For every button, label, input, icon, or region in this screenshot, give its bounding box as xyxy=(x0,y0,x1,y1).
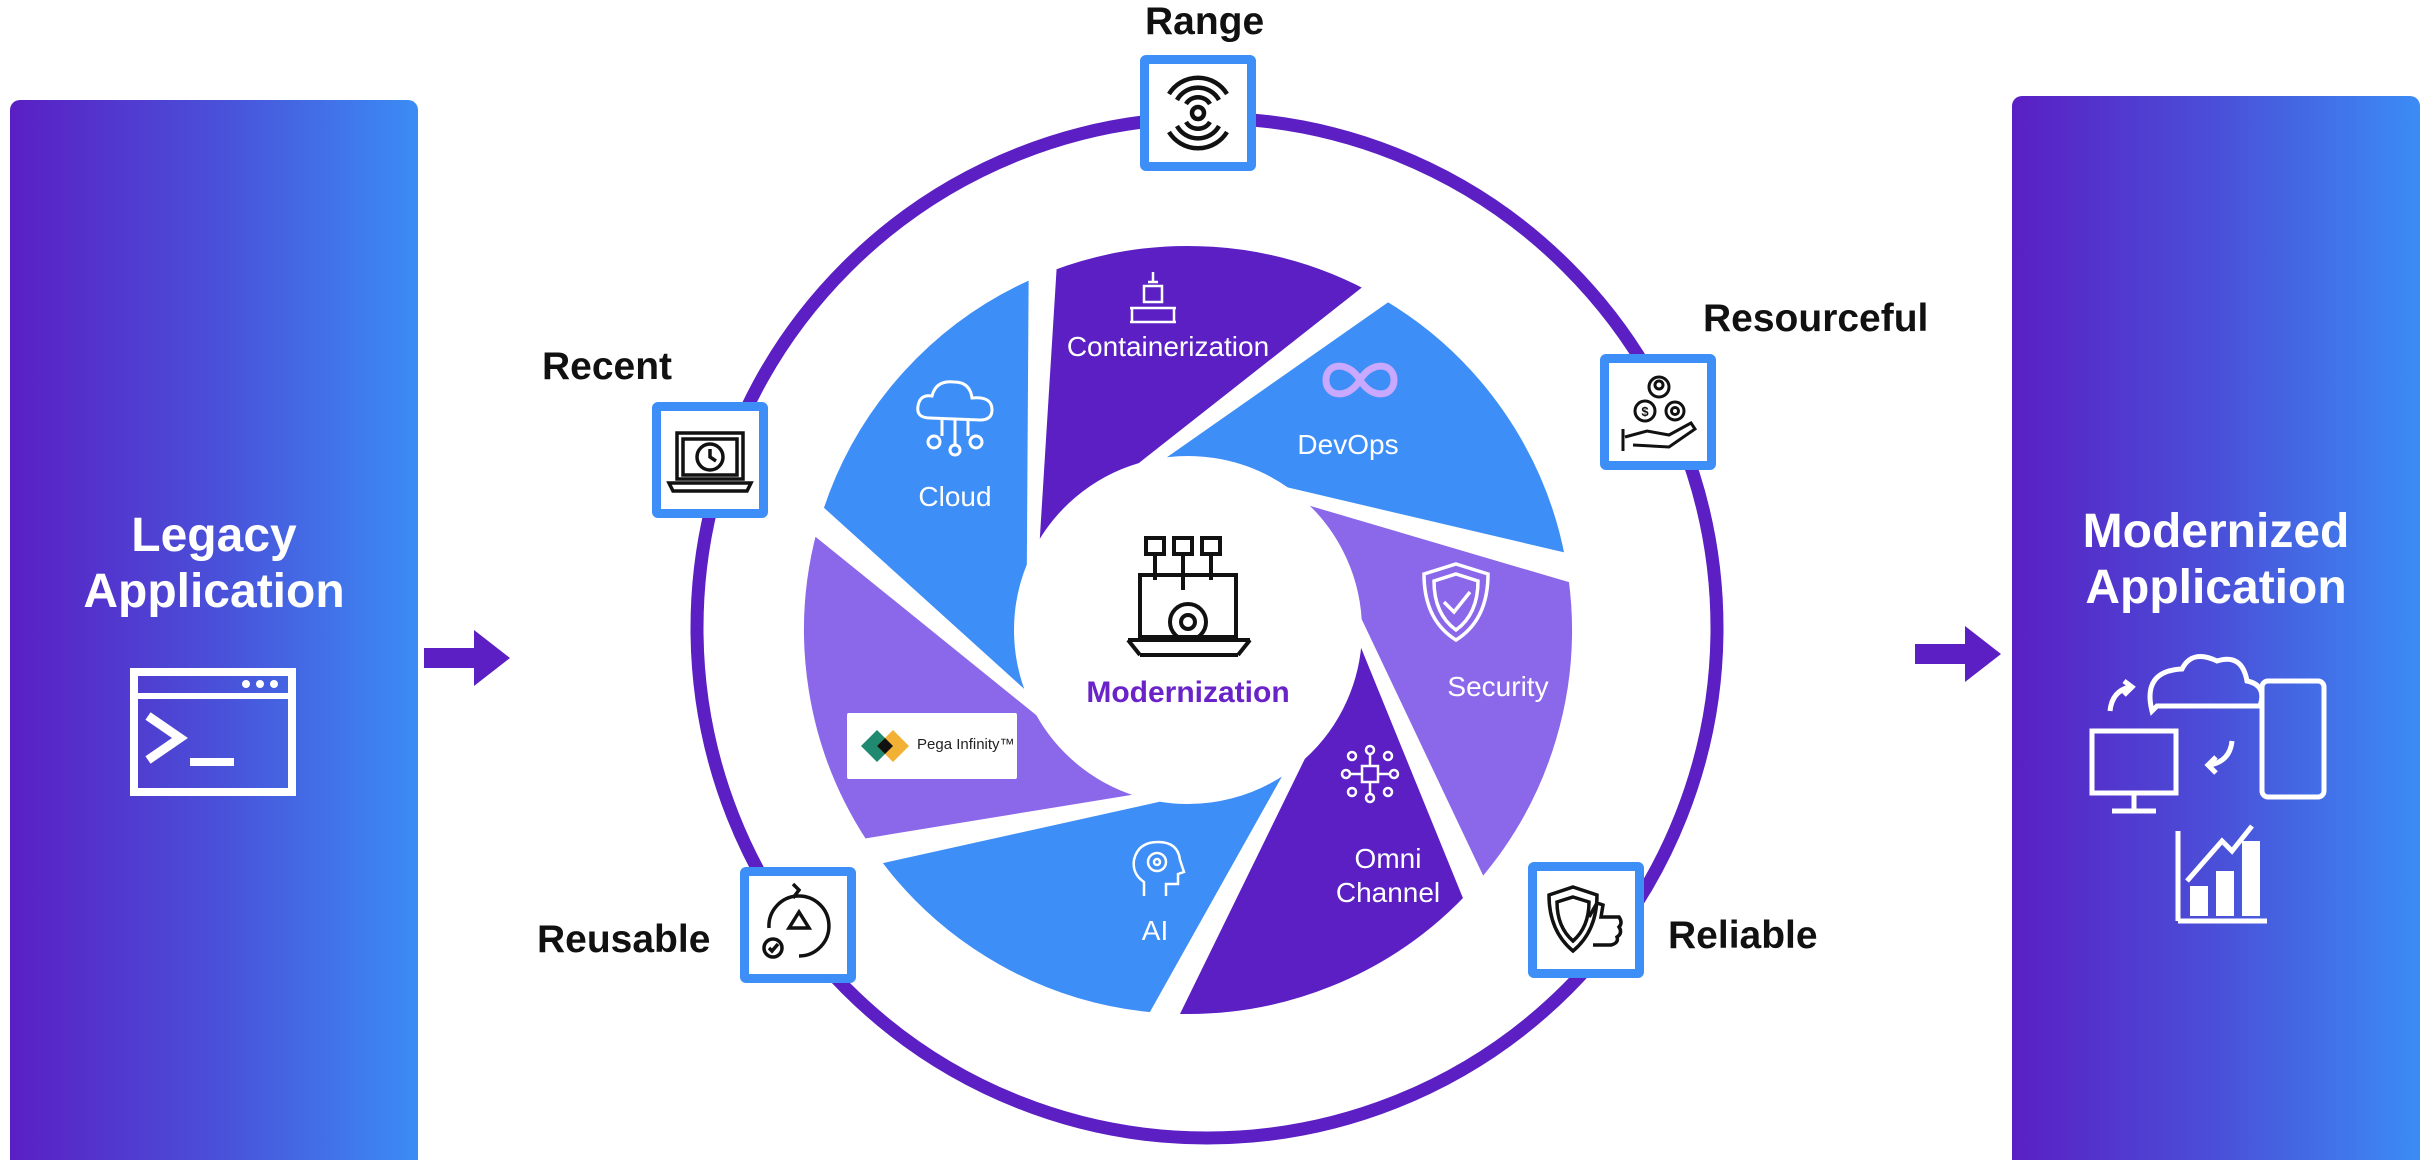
reusable-icon-box xyxy=(740,867,856,983)
omni-line2: Channel xyxy=(1335,877,1441,908)
signal-waves-icon xyxy=(1167,75,1229,151)
cloud-devices-chart-icon xyxy=(2089,654,2327,924)
recent-label: Recent xyxy=(542,345,673,388)
segment-label-security: Security xyxy=(1447,671,1549,702)
laptop-clock-icon xyxy=(666,431,754,493)
modernized-title-line1: Modernized xyxy=(2082,505,2350,558)
cloud-network-icon xyxy=(916,380,994,457)
laptop-gear-network-icon xyxy=(1126,536,1252,657)
reliable-icon-box xyxy=(1528,862,1644,978)
range-icon-box xyxy=(1140,55,1256,171)
reliable-label: Reliable xyxy=(1668,914,1818,957)
pega-infinity-text: Pega Infinity™ xyxy=(917,736,1015,753)
svg-text:$: $ xyxy=(1641,404,1649,419)
segment-label-ai: AI xyxy=(1141,915,1169,946)
money-gear-hand-icon: $ xyxy=(1621,375,1698,451)
reusable-label: Reusable xyxy=(537,918,711,961)
modernized-application-panel: Modernized Application xyxy=(2012,96,2420,1160)
segment-label-devops: DevOps xyxy=(1297,429,1399,460)
modernized-application-title: Modernized Application xyxy=(2012,504,2420,616)
pega-infinity-logo: Pega Infinity™ xyxy=(847,713,1017,779)
modernization-label: Modernization xyxy=(1086,676,1290,709)
arrow-right-icon xyxy=(1915,626,2001,682)
container-crane-icon xyxy=(1130,272,1176,324)
segment-containerization xyxy=(1030,238,1374,561)
legacy-title-line2: Application xyxy=(83,565,345,618)
recycle-clock-icon xyxy=(762,882,831,959)
modernized-title-line2: Application xyxy=(2085,561,2347,614)
terminal-window-icon xyxy=(130,668,296,796)
segment-omni-channel xyxy=(1169,625,1472,1022)
omni-line1: Omni xyxy=(1354,843,1422,874)
segment-security xyxy=(1289,492,1580,887)
shield-check-icon xyxy=(1422,562,1490,643)
legacy-title-line1: Legacy xyxy=(131,509,297,562)
infinity-icon xyxy=(1322,362,1398,398)
segment-label-omni-channel: Omni Channel xyxy=(1336,842,1440,910)
segment-ai xyxy=(871,758,1299,1021)
segment-label-cloud: Cloud xyxy=(918,481,992,512)
range-label: Range xyxy=(1145,0,1265,43)
network-nodes-icon xyxy=(1340,744,1400,804)
resourceful-label: Resourceful xyxy=(1703,297,1929,340)
ai-head-gear-icon xyxy=(1132,840,1186,896)
legacy-application-title: Legacy Application xyxy=(10,508,418,620)
resourceful-icon-box: $ xyxy=(1600,354,1716,470)
segment-label-containerization: Containerization xyxy=(1066,331,1270,362)
arrow-right-icon xyxy=(424,630,510,686)
legacy-application-panel: Legacy Application xyxy=(10,100,418,1160)
segment-devops xyxy=(1145,293,1574,562)
segment-cloud xyxy=(815,270,1039,709)
recent-icon-box xyxy=(652,402,768,518)
shield-thumbs-up-icon xyxy=(1547,885,1623,954)
